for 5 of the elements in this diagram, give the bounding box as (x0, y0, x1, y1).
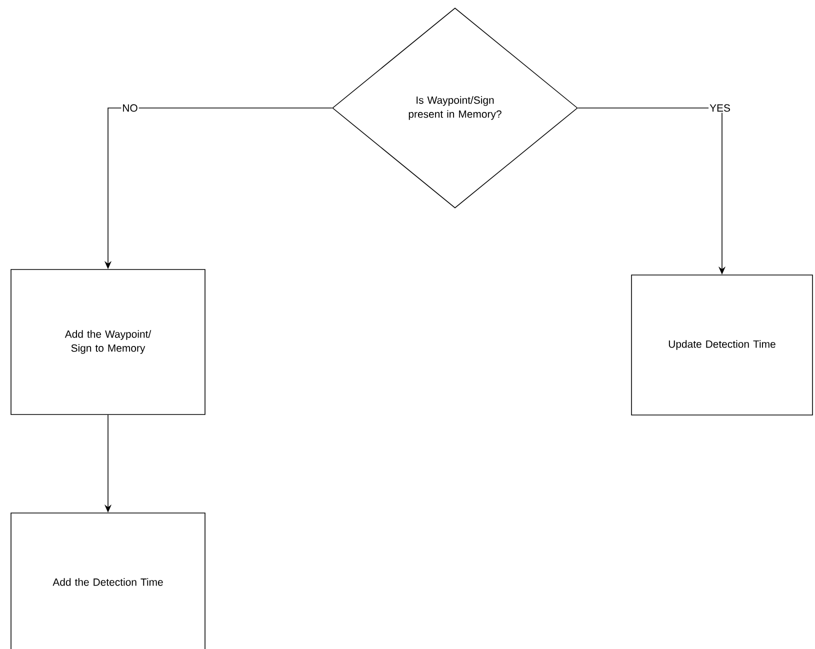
process-box: Add the Detection Time (10, 512, 206, 649)
process-box: Add the Waypoint/ Sign to Memory (10, 269, 206, 415)
edge-label: NO (121, 103, 139, 113)
edge-label: YES (708, 103, 732, 113)
process-box: Update Detection Time (631, 274, 813, 416)
